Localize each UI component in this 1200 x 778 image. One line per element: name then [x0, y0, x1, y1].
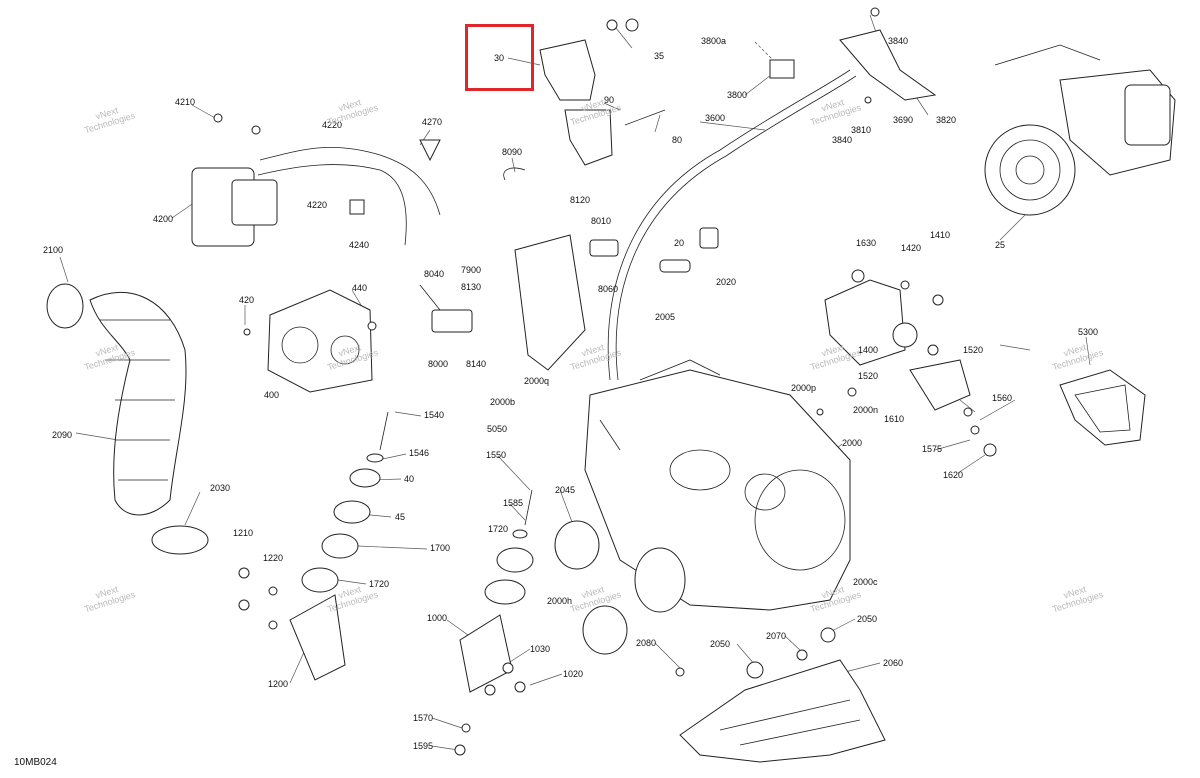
callout-2000b[interactable]: 2000b — [490, 397, 516, 407]
callout-4220[interactable]: 4220 — [307, 200, 328, 210]
callout-3840[interactable]: 3840 — [832, 135, 853, 145]
callout-30[interactable]: 30 — [494, 53, 505, 63]
callout-1546[interactable]: 1546 — [409, 448, 430, 458]
callout-2000[interactable]: 2000 — [842, 438, 863, 448]
callout-400[interactable]: 400 — [264, 390, 280, 400]
callout-3810[interactable]: 3810 — [851, 125, 872, 135]
callout-1550[interactable]: 1550 — [486, 450, 507, 460]
airbox-2000-drawing — [554, 359, 851, 655]
callout-4210[interactable]: 4210 — [175, 97, 196, 107]
actuator-400-drawing — [243, 289, 377, 393]
callout-3690[interactable]: 3690 — [893, 115, 914, 125]
selected-callout-highlight — [465, 24, 534, 91]
callout-45[interactable]: 45 — [395, 512, 406, 522]
callout-2000p[interactable]: 2000p — [791, 383, 817, 393]
callout-25[interactable]: 25 — [995, 240, 1006, 250]
callout-1560[interactable]: 1560 — [992, 393, 1013, 403]
callout-2050[interactable]: 2050 — [710, 639, 731, 649]
callout-2030[interactable]: 2030 — [210, 483, 231, 493]
bracket-drawing — [539, 18, 666, 166]
callout-1020[interactable]: 1020 — [563, 669, 584, 679]
callout-1720[interactable]: 1720 — [488, 524, 509, 534]
mount-stack-left-drawing — [238, 411, 389, 681]
air-intake-hose-drawing — [46, 283, 209, 555]
callout-2100[interactable]: 2100 — [43, 245, 64, 255]
callout-8140[interactable]: 8140 — [466, 359, 487, 369]
callout-2070[interactable]: 2070 — [766, 631, 787, 641]
callout-8130[interactable]: 8130 — [461, 282, 482, 292]
callout-1520[interactable]: 1520 — [963, 345, 984, 355]
cover-5300-drawing — [1059, 369, 1146, 446]
callout-2090[interactable]: 2090 — [52, 430, 73, 440]
callout-8010[interactable]: 8010 — [591, 216, 612, 226]
callout-3800[interactable]: 3800 — [727, 90, 748, 100]
callout-2000q[interactable]: 2000q — [524, 376, 550, 386]
callout-2060[interactable]: 2060 — [883, 658, 904, 668]
callout-3800a[interactable]: 3800a — [701, 36, 727, 46]
skid-plate-2060-drawing — [675, 627, 886, 763]
callout-2050[interactable]: 2050 — [857, 614, 878, 624]
callout-1585[interactable]: 1585 — [503, 498, 524, 508]
callout-1630[interactable]: 1630 — [856, 238, 877, 248]
callout-4240[interactable]: 4240 — [349, 240, 370, 250]
callout-3820[interactable]: 3820 — [936, 115, 957, 125]
turbocharger-drawing — [984, 44, 1176, 216]
throttle-body-drawing — [191, 113, 441, 247]
callout-1575[interactable]: 1575 — [922, 444, 943, 454]
callout-1410[interactable]: 1410 — [930, 230, 951, 240]
callout-8060[interactable]: 8060 — [598, 284, 619, 294]
callout-1200[interactable]: 1200 — [268, 679, 289, 689]
callout-8120[interactable]: 8120 — [570, 195, 591, 205]
callout-40[interactable]: 40 — [404, 474, 415, 484]
diagram-code: 10MB024 — [14, 757, 57, 768]
callout-5300[interactable]: 5300 — [1078, 327, 1099, 337]
callout-90[interactable]: 90 — [604, 95, 615, 105]
callout-3600[interactable]: 3600 — [705, 113, 726, 123]
callout-1400[interactable]: 1400 — [858, 345, 879, 355]
callout-2005[interactable]: 2005 — [655, 312, 676, 322]
callout-1720[interactable]: 1720 — [369, 579, 390, 589]
exhaust-pipe-drawing — [607, 7, 937, 381]
callout-8090[interactable]: 8090 — [502, 147, 523, 157]
callout-4200[interactable]: 4200 — [153, 214, 174, 224]
callout-7900[interactable]: 7900 — [461, 265, 482, 275]
callout-1000[interactable]: 1000 — [427, 613, 448, 623]
callout-1030[interactable]: 1030 — [530, 644, 551, 654]
callout-35[interactable]: 35 — [654, 51, 665, 61]
mount-stack-middle-drawing — [454, 489, 534, 756]
callout-1570[interactable]: 1570 — [413, 713, 434, 723]
callout-1700[interactable]: 1700 — [430, 543, 451, 553]
callout-1210[interactable]: 1210 — [233, 528, 254, 538]
callout-80[interactable]: 80 — [672, 135, 683, 145]
callout-4220[interactable]: 4220 — [322, 120, 343, 130]
callout-1520[interactable]: 1520 — [858, 371, 879, 381]
callout-4270[interactable]: 4270 — [422, 117, 443, 127]
callout-2080[interactable]: 2080 — [636, 638, 657, 648]
callout-2045[interactable]: 2045 — [555, 485, 576, 495]
callout-2000n[interactable]: 2000n — [853, 405, 879, 415]
callout-5050[interactable]: 5050 — [487, 424, 508, 434]
callout-420[interactable]: 420 — [239, 295, 255, 305]
callout-1220[interactable]: 1220 — [263, 553, 284, 563]
callout-8040[interactable]: 8040 — [424, 269, 445, 279]
callout-1595[interactable]: 1595 — [413, 741, 434, 751]
callout-2000h[interactable]: 2000h — [547, 596, 573, 606]
mount-1400-drawing — [816, 269, 997, 457]
callout-1540[interactable]: 1540 — [424, 410, 445, 420]
callout-440[interactable]: 440 — [352, 283, 368, 293]
callout-20[interactable]: 20 — [674, 238, 685, 248]
callout-1620[interactable]: 1620 — [943, 470, 964, 480]
callout-8000[interactable]: 8000 — [428, 359, 449, 369]
callout-2000c[interactable]: 2000c — [853, 577, 878, 587]
callout-3840[interactable]: 3840 — [888, 36, 909, 46]
valve-and-duct-drawing — [419, 167, 719, 371]
callout-1420[interactable]: 1420 — [901, 243, 922, 253]
callout-1610[interactable]: 1610 — [884, 414, 905, 424]
callout-2020[interactable]: 2020 — [716, 277, 737, 287]
